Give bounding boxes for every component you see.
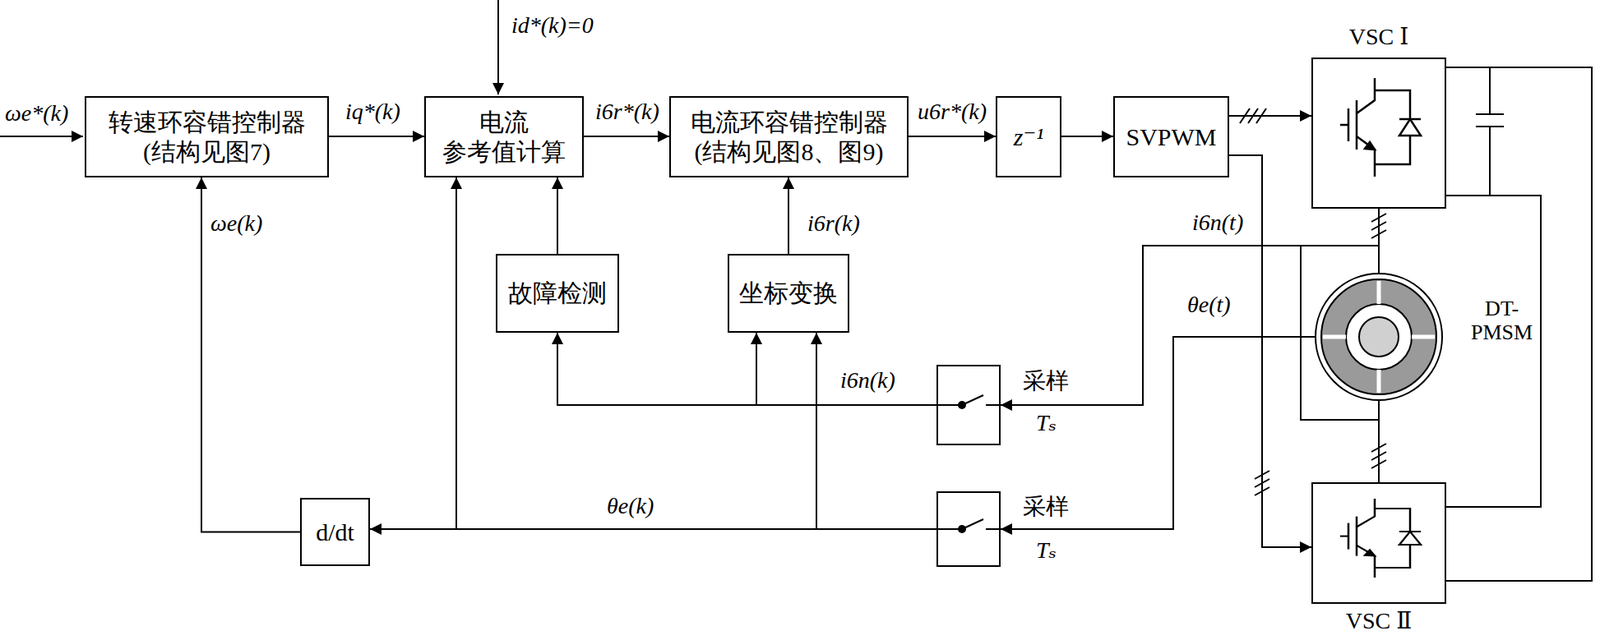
node-text: DT-PMSM <box>1470 297 1533 345</box>
switch-symbol <box>936 395 1001 530</box>
delay-box: z⁻¹ <box>995 96 1062 178</box>
signal-line <box>456 177 937 530</box>
sampler-box: 采样Tₛ <box>936 491 1001 568</box>
signal-line <box>1378 208 1380 273</box>
signal-line <box>1378 401 1380 483</box>
node-text: 采样 <box>1022 369 1069 395</box>
signal-line <box>908 135 996 138</box>
signal-line <box>1229 115 1312 117</box>
signal-label: i6n(k) <box>838 367 898 394</box>
signal-label: ωe(k) <box>208 210 264 237</box>
motor-drawing <box>1321 279 1437 395</box>
signal-label: iq*(k) <box>343 98 403 125</box>
signal-label: i6r*(k) <box>593 98 662 125</box>
signal-line <box>328 135 425 138</box>
process-box: 坐标变换 <box>727 254 850 333</box>
motor-circle: DT-PMSM <box>1314 272 1443 402</box>
signal-line <box>557 332 937 406</box>
sampler-box: 采样Tₛ <box>936 365 1001 446</box>
signal-label: θe(k) <box>605 493 656 520</box>
signal-line <box>556 177 559 255</box>
igbt-symbol <box>1340 78 1421 177</box>
signal-line <box>1000 337 1315 530</box>
process-box: 故障检测 <box>495 254 620 333</box>
node-text: z⁻¹ <box>1013 122 1045 153</box>
node-text: 电流环容错控制器 (结构见图8、图9) <box>675 107 902 167</box>
signal-label: ωe*(k) <box>3 100 70 127</box>
input-arrow <box>0 135 84 138</box>
signal-line <box>583 135 670 138</box>
node-text: VSC Ⅱ <box>1313 609 1445 635</box>
node-text: d/dt <box>315 517 355 548</box>
node-text: 采样 <box>1022 494 1069 521</box>
process-box: SVPWM <box>1113 96 1230 178</box>
controller-box: 转速环容错控制器 (结构见图7) <box>84 96 329 178</box>
switch-dot <box>957 525 967 534</box>
node-text: VSC Ⅰ <box>1313 24 1445 51</box>
dc-bus <box>1300 67 1592 582</box>
signal-line <box>756 332 937 406</box>
signal-label: θe(t) <box>1185 291 1233 319</box>
signal-label: i6r(k) <box>805 210 862 237</box>
converter-box: VSC Ⅱ <box>1311 482 1447 605</box>
input-arrow <box>497 0 500 95</box>
node-text: 故障检测 <box>508 278 607 309</box>
process-box: 电流 参考值计算 <box>424 96 584 178</box>
node-text: 电流 参考值计算 <box>430 107 578 167</box>
signal-label: id*(k)=0 <box>509 12 596 39</box>
switch-dot <box>957 401 967 410</box>
igbt-symbol <box>1340 499 1421 579</box>
signal-line <box>1061 135 1114 138</box>
converter-box: VSC Ⅰ <box>1311 57 1447 209</box>
node-text: Tₛ <box>1035 538 1057 565</box>
signal-label: i6n(t) <box>1190 209 1245 236</box>
signal-line <box>1000 245 1379 406</box>
node-text: 坐标变换 <box>739 278 838 309</box>
signal-line <box>787 177 790 255</box>
node-text: Tₛ <box>1035 411 1057 437</box>
signal-line <box>1446 67 1592 582</box>
derivative-box: d/dt <box>300 498 370 567</box>
controller-box: 电流环容错控制器 (结构见图8、图9) <box>669 96 909 178</box>
signal-label: u6r*(k) <box>915 98 989 125</box>
signal-line <box>201 177 301 533</box>
node-text: 转速环容错控制器 (结构见图7) <box>91 107 323 167</box>
signal-line <box>816 332 937 530</box>
node-text: SVPWM <box>1125 122 1217 153</box>
